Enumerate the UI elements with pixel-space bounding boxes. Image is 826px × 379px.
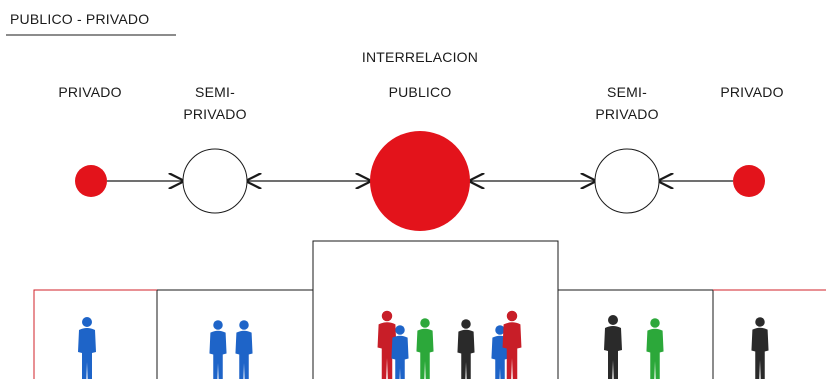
page-title: PUBLICO - PRIVADO xyxy=(10,11,150,27)
zone-semi-right-border xyxy=(558,289,714,379)
person-icon xyxy=(235,320,253,379)
label-semi-private-right-line2: PRIVADO xyxy=(595,106,659,122)
label-public: PUBLICO xyxy=(388,84,452,100)
zone-semi-left-border xyxy=(156,289,313,379)
label-private-left: PRIVADO xyxy=(58,84,122,100)
zone-public-box xyxy=(312,240,559,379)
label-semi-private-left-line2: PRIVADO xyxy=(183,106,247,122)
person-icon xyxy=(416,318,434,379)
public-node xyxy=(370,131,470,231)
person-icon xyxy=(377,310,397,379)
people-group xyxy=(78,310,769,379)
private-node-left xyxy=(75,165,107,197)
semi-private-node-left xyxy=(182,148,248,214)
person-icon xyxy=(78,317,96,379)
person-icon xyxy=(391,325,409,379)
label-semi-private-right-line1: SEMI- xyxy=(607,84,647,100)
person-icon xyxy=(646,318,664,379)
person-icon xyxy=(502,310,522,379)
label-private-right: PRIVADO xyxy=(720,84,784,100)
person-icon xyxy=(604,315,622,379)
label-semi-private-left-line1: SEMI- xyxy=(195,84,235,100)
private-node-right xyxy=(733,165,765,197)
diagram-heading: INTERRELACION xyxy=(361,49,479,65)
label-semi-private-right: SEMI- PRIVADO xyxy=(572,83,682,123)
semi-private-node-right xyxy=(594,148,660,214)
person-icon xyxy=(457,319,475,379)
person-icon xyxy=(751,317,769,379)
zone-private-left-border xyxy=(33,289,157,379)
person-icon xyxy=(209,320,227,379)
label-semi-private-left: SEMI- PRIVADO xyxy=(160,83,270,123)
